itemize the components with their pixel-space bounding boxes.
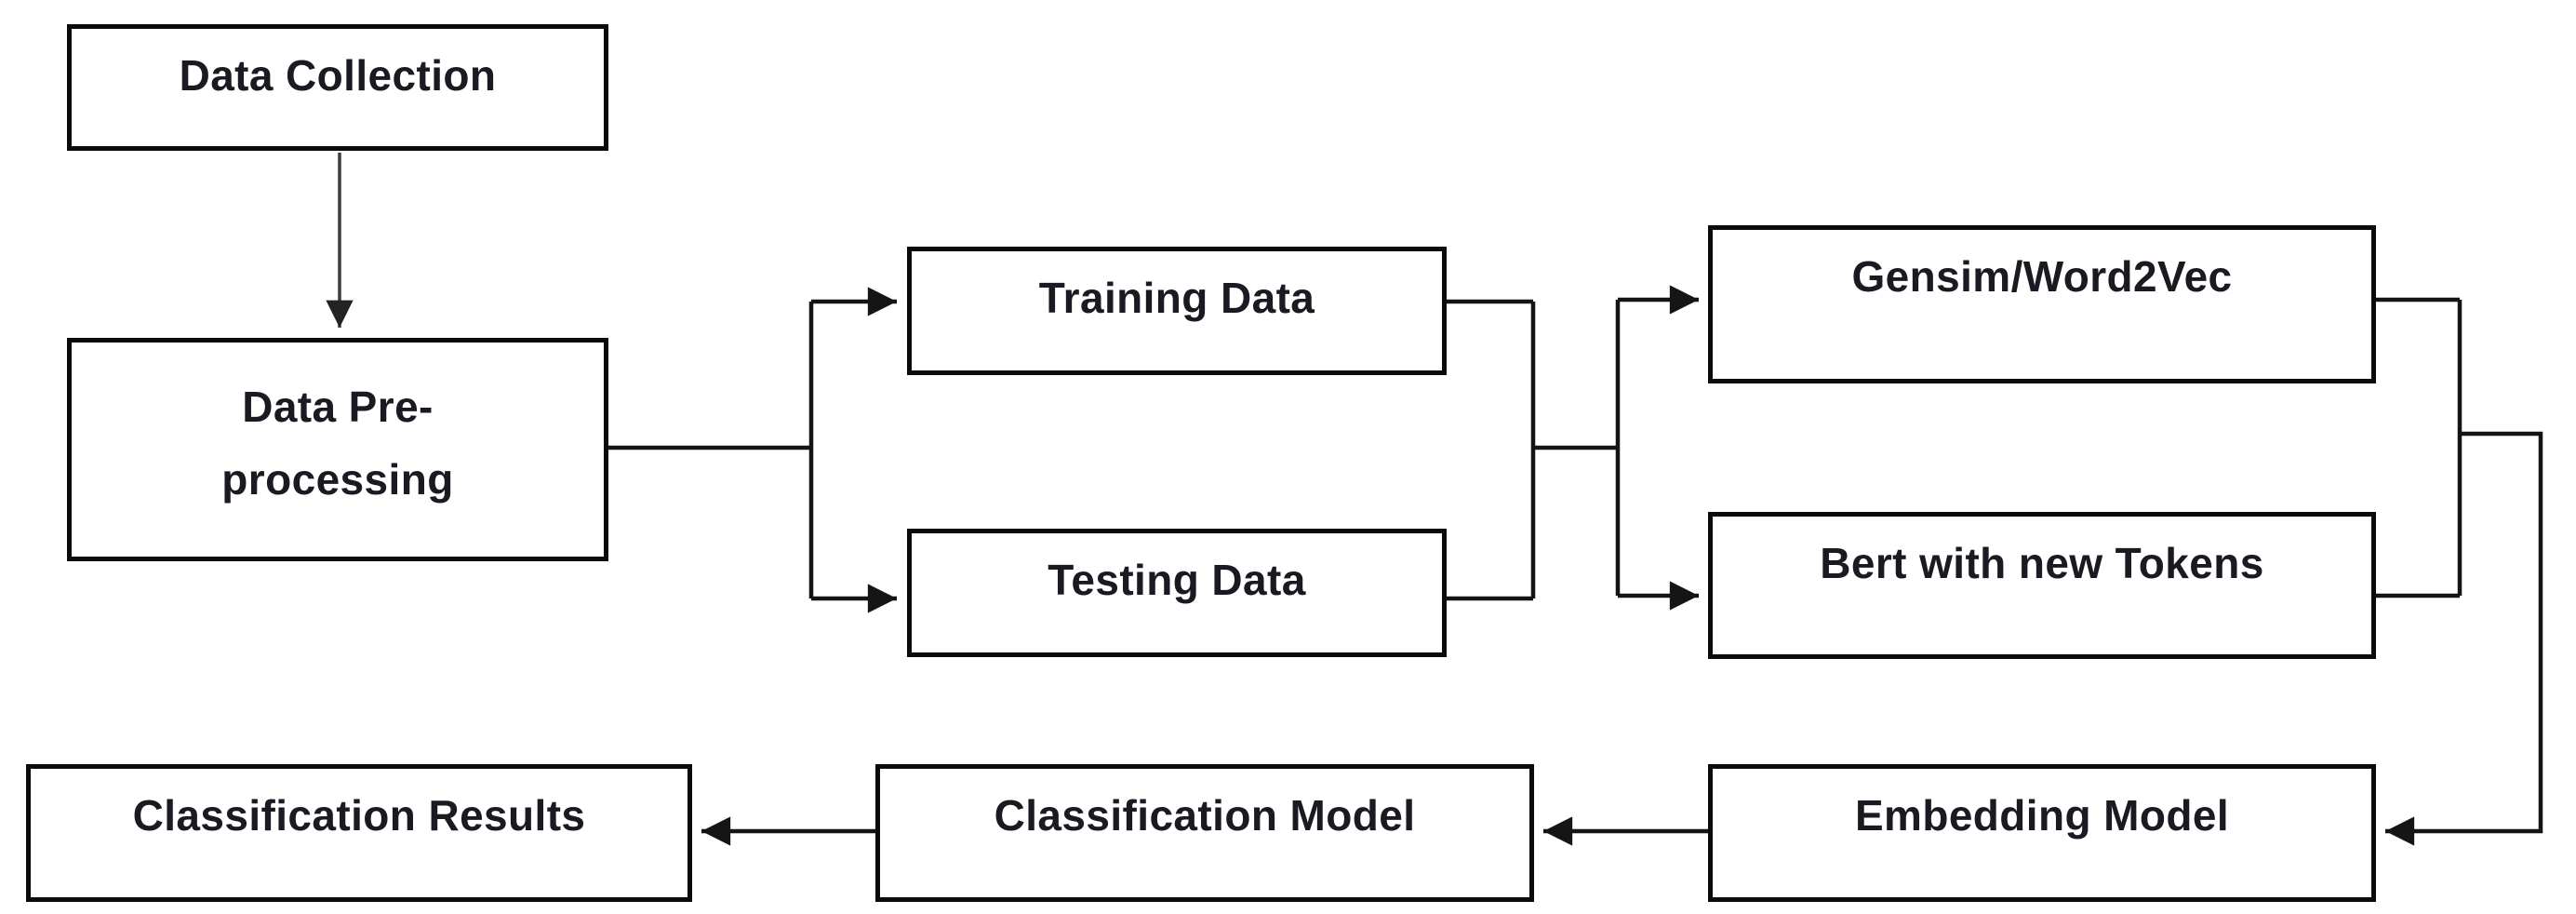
node-data-pre-processing-label-line1: Data Pre-: [242, 383, 434, 431]
node-testing-data-label: Testing Data: [1048, 556, 1306, 604]
edge-to-embedding-model: [2385, 431, 2543, 846]
node-embedding-model-label: Embedding Model: [1854, 791, 2230, 840]
node-bert-with-new-tokens-label: Bert with new Tokens: [1820, 539, 2264, 587]
node-data-collection: Data Collection: [67, 24, 608, 151]
node-data-pre-processing: Data Pre- processing: [67, 338, 608, 561]
node-testing-data: Testing Data: [907, 529, 1447, 657]
node-classification-results-label: Classification Results: [132, 791, 586, 840]
node-classification-model-label: Classification Model: [994, 791, 1416, 840]
node-gensim-word2vec-label: Gensim/Word2Vec: [1851, 252, 2233, 301]
node-training-data: Training Data: [907, 247, 1447, 375]
node-classification-results: Classification Results: [26, 764, 692, 902]
node-data-collection-label: Data Collection: [179, 51, 497, 100]
node-gensim-word2vec: Gensim/Word2Vec: [1708, 225, 2376, 383]
node-training-data-label: Training Data: [1038, 274, 1315, 322]
node-embedding-model: Embedding Model: [1708, 764, 2376, 902]
node-classification-model: Classification Model: [875, 764, 1534, 902]
node-data-pre-processing-label-line2: processing: [221, 455, 454, 504]
node-bert-with-new-tokens: Bert with new Tokens: [1708, 512, 2376, 659]
